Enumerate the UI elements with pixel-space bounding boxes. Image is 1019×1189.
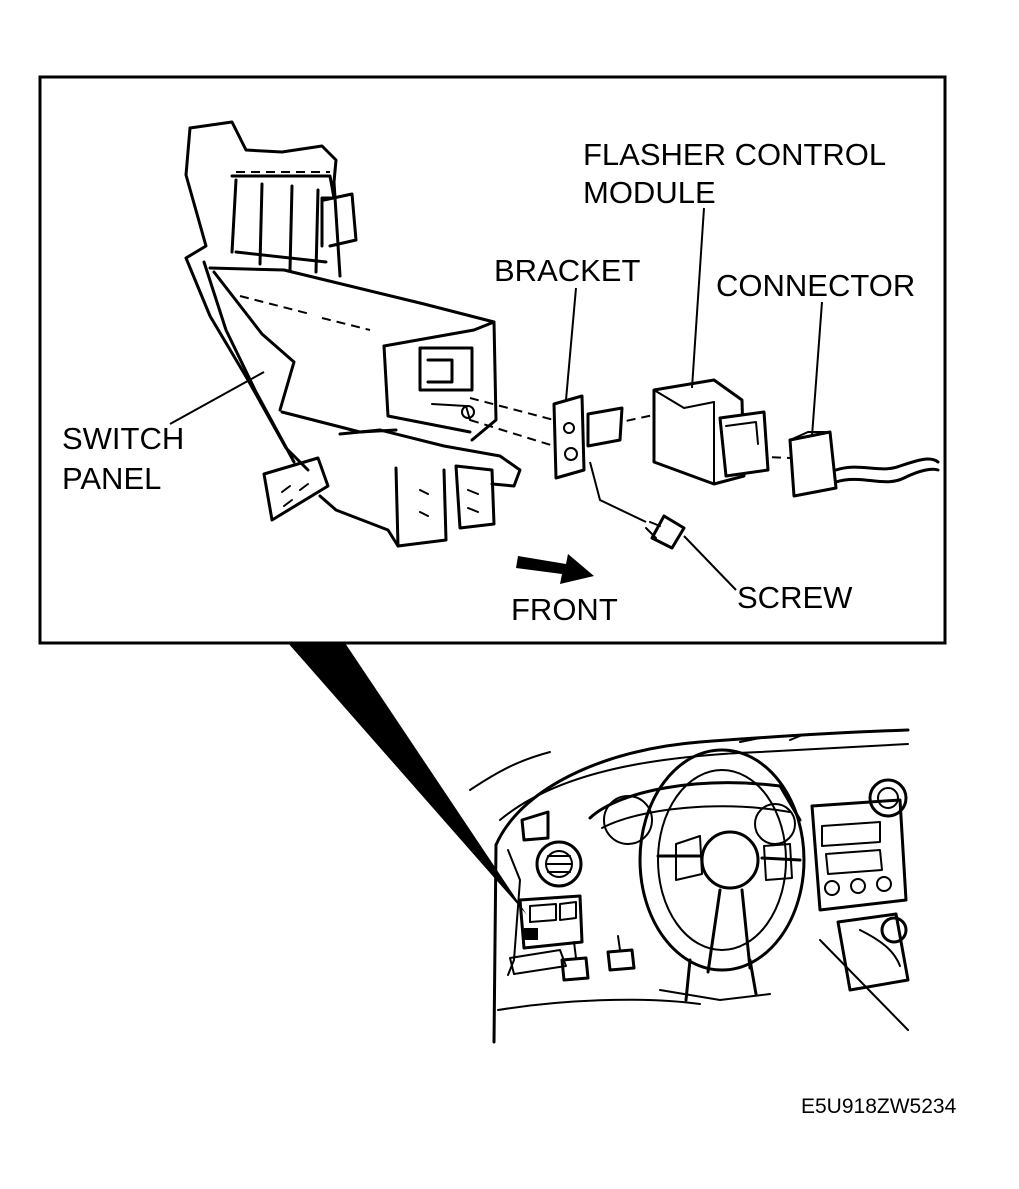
leader-connector bbox=[811, 301, 823, 437]
front-arrow bbox=[516, 554, 594, 584]
dashboard-overview-drawing bbox=[469, 728, 910, 1044]
leader-screw-bracket bbox=[589, 461, 647, 523]
screw-part bbox=[645, 514, 686, 550]
connector-label: CONNECTOR bbox=[716, 268, 915, 303]
switch-panel-label-line2: PANEL bbox=[62, 461, 161, 496]
leader-bracket bbox=[565, 287, 577, 401]
callout-pointer bbox=[288, 643, 527, 915]
connector-part bbox=[788, 430, 940, 498]
leader-flasher bbox=[691, 207, 705, 389]
screw-label: SCREW bbox=[737, 580, 853, 615]
leader-switch-panel bbox=[169, 371, 265, 425]
switch-panel-drawing bbox=[184, 120, 522, 548]
flasher-control-module-label-line2: MODULE bbox=[583, 175, 716, 210]
front-label: FRONT bbox=[511, 592, 618, 627]
leader-screw bbox=[683, 535, 737, 591]
detail-frame bbox=[38, 75, 947, 645]
flasher-control-module-label-line1: FLASHER CONTROL bbox=[583, 137, 886, 172]
bracket-label: BRACKET bbox=[494, 253, 640, 288]
flasher-control-module-part bbox=[652, 378, 770, 486]
switch-panel-label-line1: SWITCH bbox=[62, 421, 184, 456]
figure-code: E5U918ZW5234 bbox=[801, 1095, 957, 1118]
bracket-part bbox=[552, 394, 624, 480]
